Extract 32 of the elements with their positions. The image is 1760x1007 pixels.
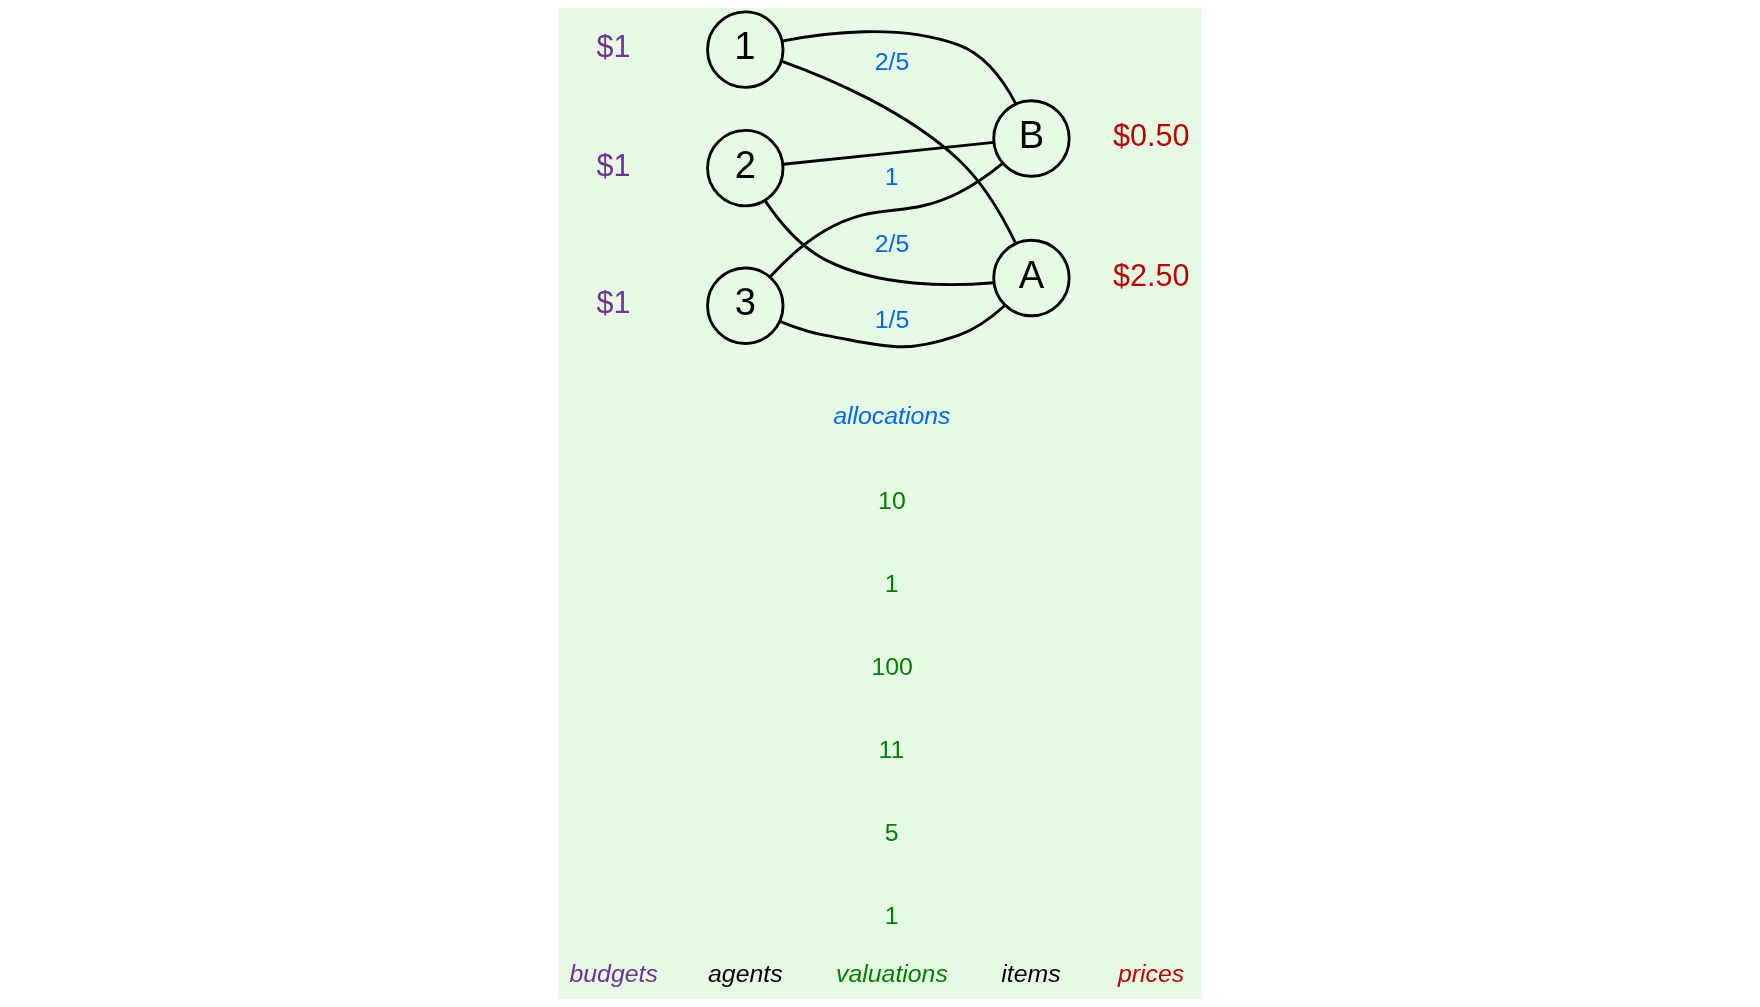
connector (763, 199, 994, 286)
connector (768, 162, 1004, 278)
node-circle: 3 (706, 266, 785, 345)
label: 100 (871, 652, 913, 680)
edge-label: 1 (884, 163, 899, 191)
connector (780, 59, 1017, 245)
node-circle: 2 (706, 128, 785, 208)
node-label: $2.50 (1113, 257, 1190, 292)
label: allocations (833, 402, 951, 430)
edge-label: 2/5 (874, 230, 910, 258)
node-label: $1 (596, 147, 631, 182)
connector (782, 140, 994, 166)
label: 1 (884, 569, 899, 597)
label: 11 (878, 735, 905, 763)
label: items (1001, 960, 1061, 988)
node-circle: 1 (706, 10, 785, 89)
label: 1 (884, 902, 899, 930)
node-circle: A (992, 238, 1071, 318)
connector (781, 30, 1018, 105)
label: prices (1117, 960, 1185, 988)
label: 10 (878, 486, 906, 514)
label: 5 (884, 819, 899, 847)
label: valuations (836, 960, 948, 988)
node-circle: B (992, 99, 1071, 178)
label: agents (708, 960, 783, 988)
node-label: $1 (596, 29, 631, 64)
node-label: $1 (596, 285, 631, 320)
node-label: $0.50 (1113, 118, 1190, 153)
edge-label: 2/5 (874, 48, 910, 76)
label: budgets (569, 960, 658, 988)
connector (779, 304, 1007, 349)
edge-label: 1/5 (874, 305, 910, 333)
